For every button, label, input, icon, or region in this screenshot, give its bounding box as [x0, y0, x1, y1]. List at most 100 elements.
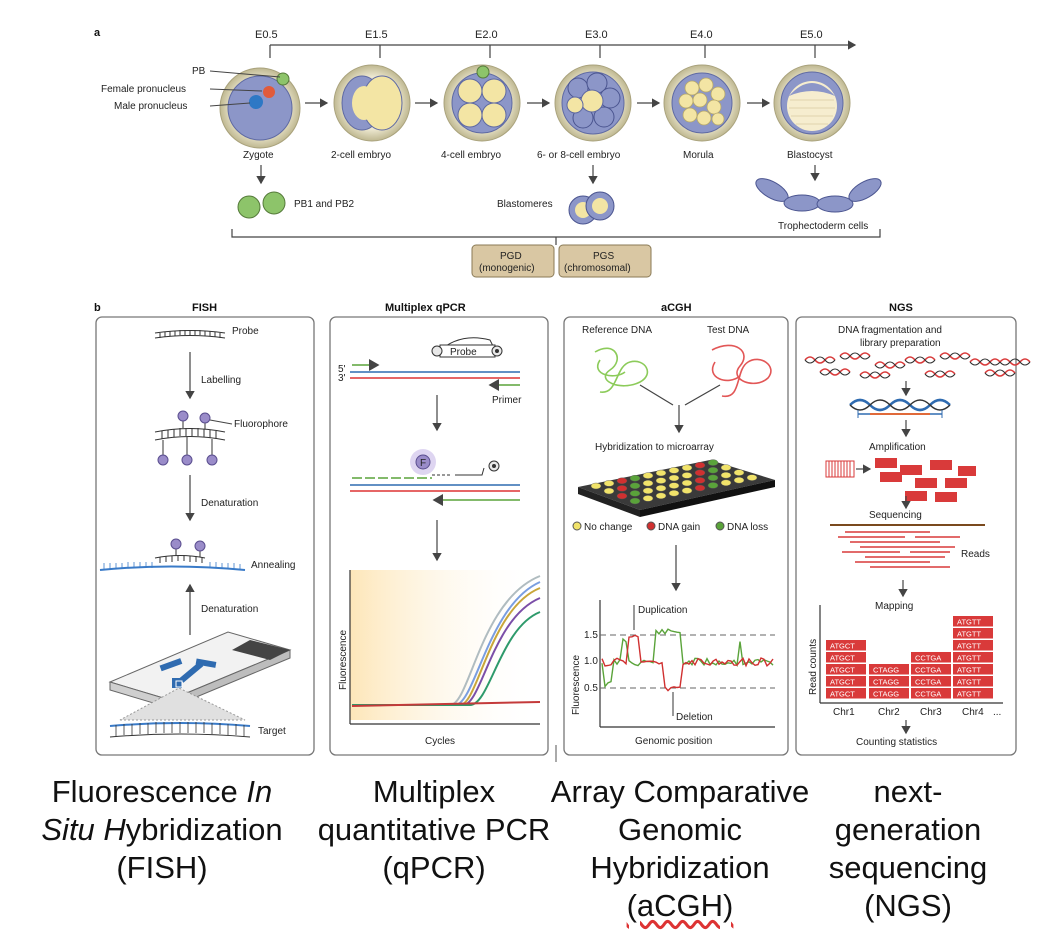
- microarray-spot: [668, 482, 680, 489]
- read-block-label: ATGTT: [957, 630, 981, 639]
- fish-labelled-probe: [154, 410, 226, 466]
- microarray-spot: [733, 469, 745, 476]
- pgs-subtitle: (chromosomal): [564, 263, 631, 274]
- read-block-label: ATGTT: [957, 618, 981, 627]
- acgh-deletion-label: Deletion: [676, 712, 713, 723]
- read-block: [826, 652, 866, 663]
- ngs-amplification-label: Amplification: [869, 442, 926, 453]
- microarray-spot: [642, 495, 654, 502]
- dna-fragment: [859, 371, 891, 379]
- legend-no-change: No change: [584, 522, 633, 533]
- microarray-spot: [681, 479, 693, 487]
- dna-fragment: [939, 352, 971, 360]
- read-block-label: CCTGA: [915, 678, 941, 687]
- ngs-library: [849, 398, 951, 418]
- fish-fluorophore-label: Fluorophore: [234, 419, 288, 430]
- caption-ngs: next- generation sequencing (NGS): [810, 773, 1006, 925]
- pgs-label: PGS: [593, 251, 614, 262]
- ngs-step1-line1: DNA fragmentation and: [838, 325, 942, 336]
- legend-loss: DNA loss: [727, 522, 768, 533]
- sample-bracket: [231, 229, 881, 245]
- pgd-label: PGD: [500, 251, 522, 262]
- acgh-red-trace: [601, 634, 774, 692]
- stage-label: Morula: [683, 150, 714, 161]
- caption-fish-l2b: ybridization: [125, 812, 283, 847]
- read-block: [869, 676, 909, 687]
- fish-probe-label: Probe: [232, 326, 259, 337]
- male-pronucleus-label: Male pronucleus: [114, 101, 187, 112]
- read-block-label: ATGCT: [830, 642, 855, 651]
- timepoint-label: E3.0: [585, 29, 608, 41]
- microarray-spot: [707, 459, 719, 466]
- read-block-label: ATGCT: [830, 690, 855, 699]
- ngs-title: NGS: [889, 302, 913, 314]
- acgh-duplication-label: Duplication: [638, 605, 687, 616]
- microarray-spot: [655, 485, 667, 492]
- dna-fragment: [984, 369, 1016, 377]
- dna-fragment-strand: [819, 368, 851, 376]
- read-block: [953, 688, 993, 699]
- microarray-spot: [616, 485, 628, 492]
- acgh-tick: 0.5: [584, 683, 598, 694]
- ngs-dna-fragments: [804, 352, 1031, 379]
- read-block: [911, 664, 951, 675]
- ngs-reads-label: Reads: [961, 549, 990, 560]
- dna-fragment-strand: [804, 356, 836, 364]
- ngs-reads: [838, 531, 960, 568]
- qpcr-five-prime: 5': [338, 364, 346, 375]
- microarray-spot: [694, 462, 706, 469]
- microarray-spot: [655, 477, 667, 484]
- qpcr-extension-illustration: F: [350, 449, 520, 506]
- pgd-subtitle: (monogenic): [479, 263, 535, 274]
- dna-fragment-strand: [859, 371, 891, 379]
- microarray-spot: [603, 487, 615, 495]
- dna-fragment-strand: [904, 356, 936, 364]
- read-block-label: CCTGA: [915, 654, 941, 663]
- ngs-chr-label: Chr3: [920, 707, 942, 718]
- qpcr-x-label: Cycles: [425, 736, 455, 747]
- fish-denaturation-label: Denaturation: [201, 498, 258, 509]
- dna-fragment-strand: [984, 369, 1016, 377]
- microarray-spot: [694, 484, 706, 492]
- caption-qpcr-l3: (qPCR): [382, 850, 486, 885]
- ngs-step1-line2: library preparation: [860, 338, 941, 349]
- acgh-tick: 1.5: [584, 630, 598, 641]
- caption-ngs-l2: generation: [834, 812, 982, 847]
- qpcr-fluorophore-f: F: [420, 458, 426, 469]
- ngs-sequencing-label: Sequencing: [869, 510, 922, 521]
- dna-fragment: [819, 368, 851, 376]
- morula-illustration: [663, 64, 741, 142]
- microarray-spot: [642, 472, 654, 479]
- caption-acgh: Array Comparative Genomic Hybridization …: [542, 773, 818, 925]
- caption-ngs-l1: next-: [873, 774, 943, 809]
- qpcr-probe-illustration: [431, 337, 503, 358]
- acgh-plot: 1.5 1.0 0.5 Fluorescence Duplication Del…: [571, 600, 775, 747]
- fish-annealing-label: Annealing: [251, 560, 295, 571]
- ngs-chr-label: Chr4: [962, 707, 984, 718]
- caption-acgh-l2: Genomic: [617, 812, 743, 847]
- stage-label: 4-cell embryo: [441, 150, 501, 161]
- microarray-spot: [629, 482, 641, 489]
- pb-label: PB: [192, 66, 206, 77]
- read-block-label: ATGTT: [957, 678, 981, 687]
- dna-fragment-strand: [999, 358, 1031, 366]
- read-block: [826, 688, 866, 699]
- dna-fragment-strand: [924, 370, 956, 378]
- caption-qpcr: Multiplex quantitative PCR (qPCR): [302, 773, 566, 887]
- timepoint-label: E0.5: [255, 29, 278, 41]
- microarray-spot: [720, 464, 732, 471]
- read-block: [869, 664, 909, 675]
- stage-label: Blastocyst: [787, 150, 833, 161]
- acgh-title: aCGH: [661, 302, 692, 314]
- caption-acgh-l3: Hybridization: [590, 850, 770, 885]
- dna-fragment: [839, 352, 871, 360]
- timeline: E0.5 E1.5 E2.0 E3.0 E4.0 E5.0: [255, 29, 857, 58]
- legend-gain: DNA gain: [658, 522, 700, 533]
- read-block-label: ATGTT: [957, 642, 981, 651]
- microarray-spot: [720, 472, 732, 479]
- microarray-spot: [694, 477, 706, 484]
- stage-label: Zygote: [243, 150, 274, 161]
- caption-qpcr-l2: quantitative PCR: [317, 812, 551, 847]
- caption-fish-l3: (FISH): [116, 850, 208, 885]
